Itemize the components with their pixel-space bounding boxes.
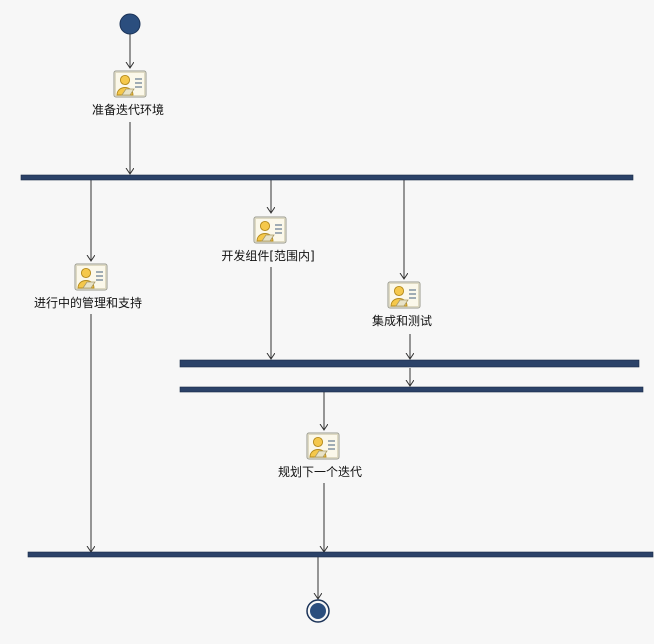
activity-integrate[interactable]: 集成和测试 [372,281,432,328]
activity-develop[interactable]: 开发组件[范围内] [221,216,315,263]
actor-card-icon [253,216,287,244]
join-bar-lower[interactable] [179,386,644,393]
activity-plan-next[interactable]: 规划下一个迭代 [278,432,362,479]
actor-card-icon [387,281,421,309]
activity-develop-label: 开发组件[范围内] [221,248,314,263]
activity-plan-next-label: 规划下一个迭代 [278,464,362,479]
fork-bar[interactable] [20,174,634,181]
actor-card-icon [113,70,147,98]
initial-node[interactable] [119,13,141,35]
control-flows [91,34,410,599]
join-bar-upper[interactable] [179,359,640,368]
final-join-bar[interactable] [27,551,654,558]
activity-prepare[interactable]: 准备迭代环境 [92,70,164,117]
activity-integrate-label: 集成和测试 [372,313,432,328]
activity-ongoing-label: 进行中的管理和支持 [34,295,142,310]
activity-prepare-label: 准备迭代环境 [92,102,164,117]
final-node[interactable] [306,599,330,623]
activity-ongoing[interactable]: 进行中的管理和支持 [34,263,142,310]
actor-card-icon [74,263,108,291]
actor-card-icon [306,432,340,460]
